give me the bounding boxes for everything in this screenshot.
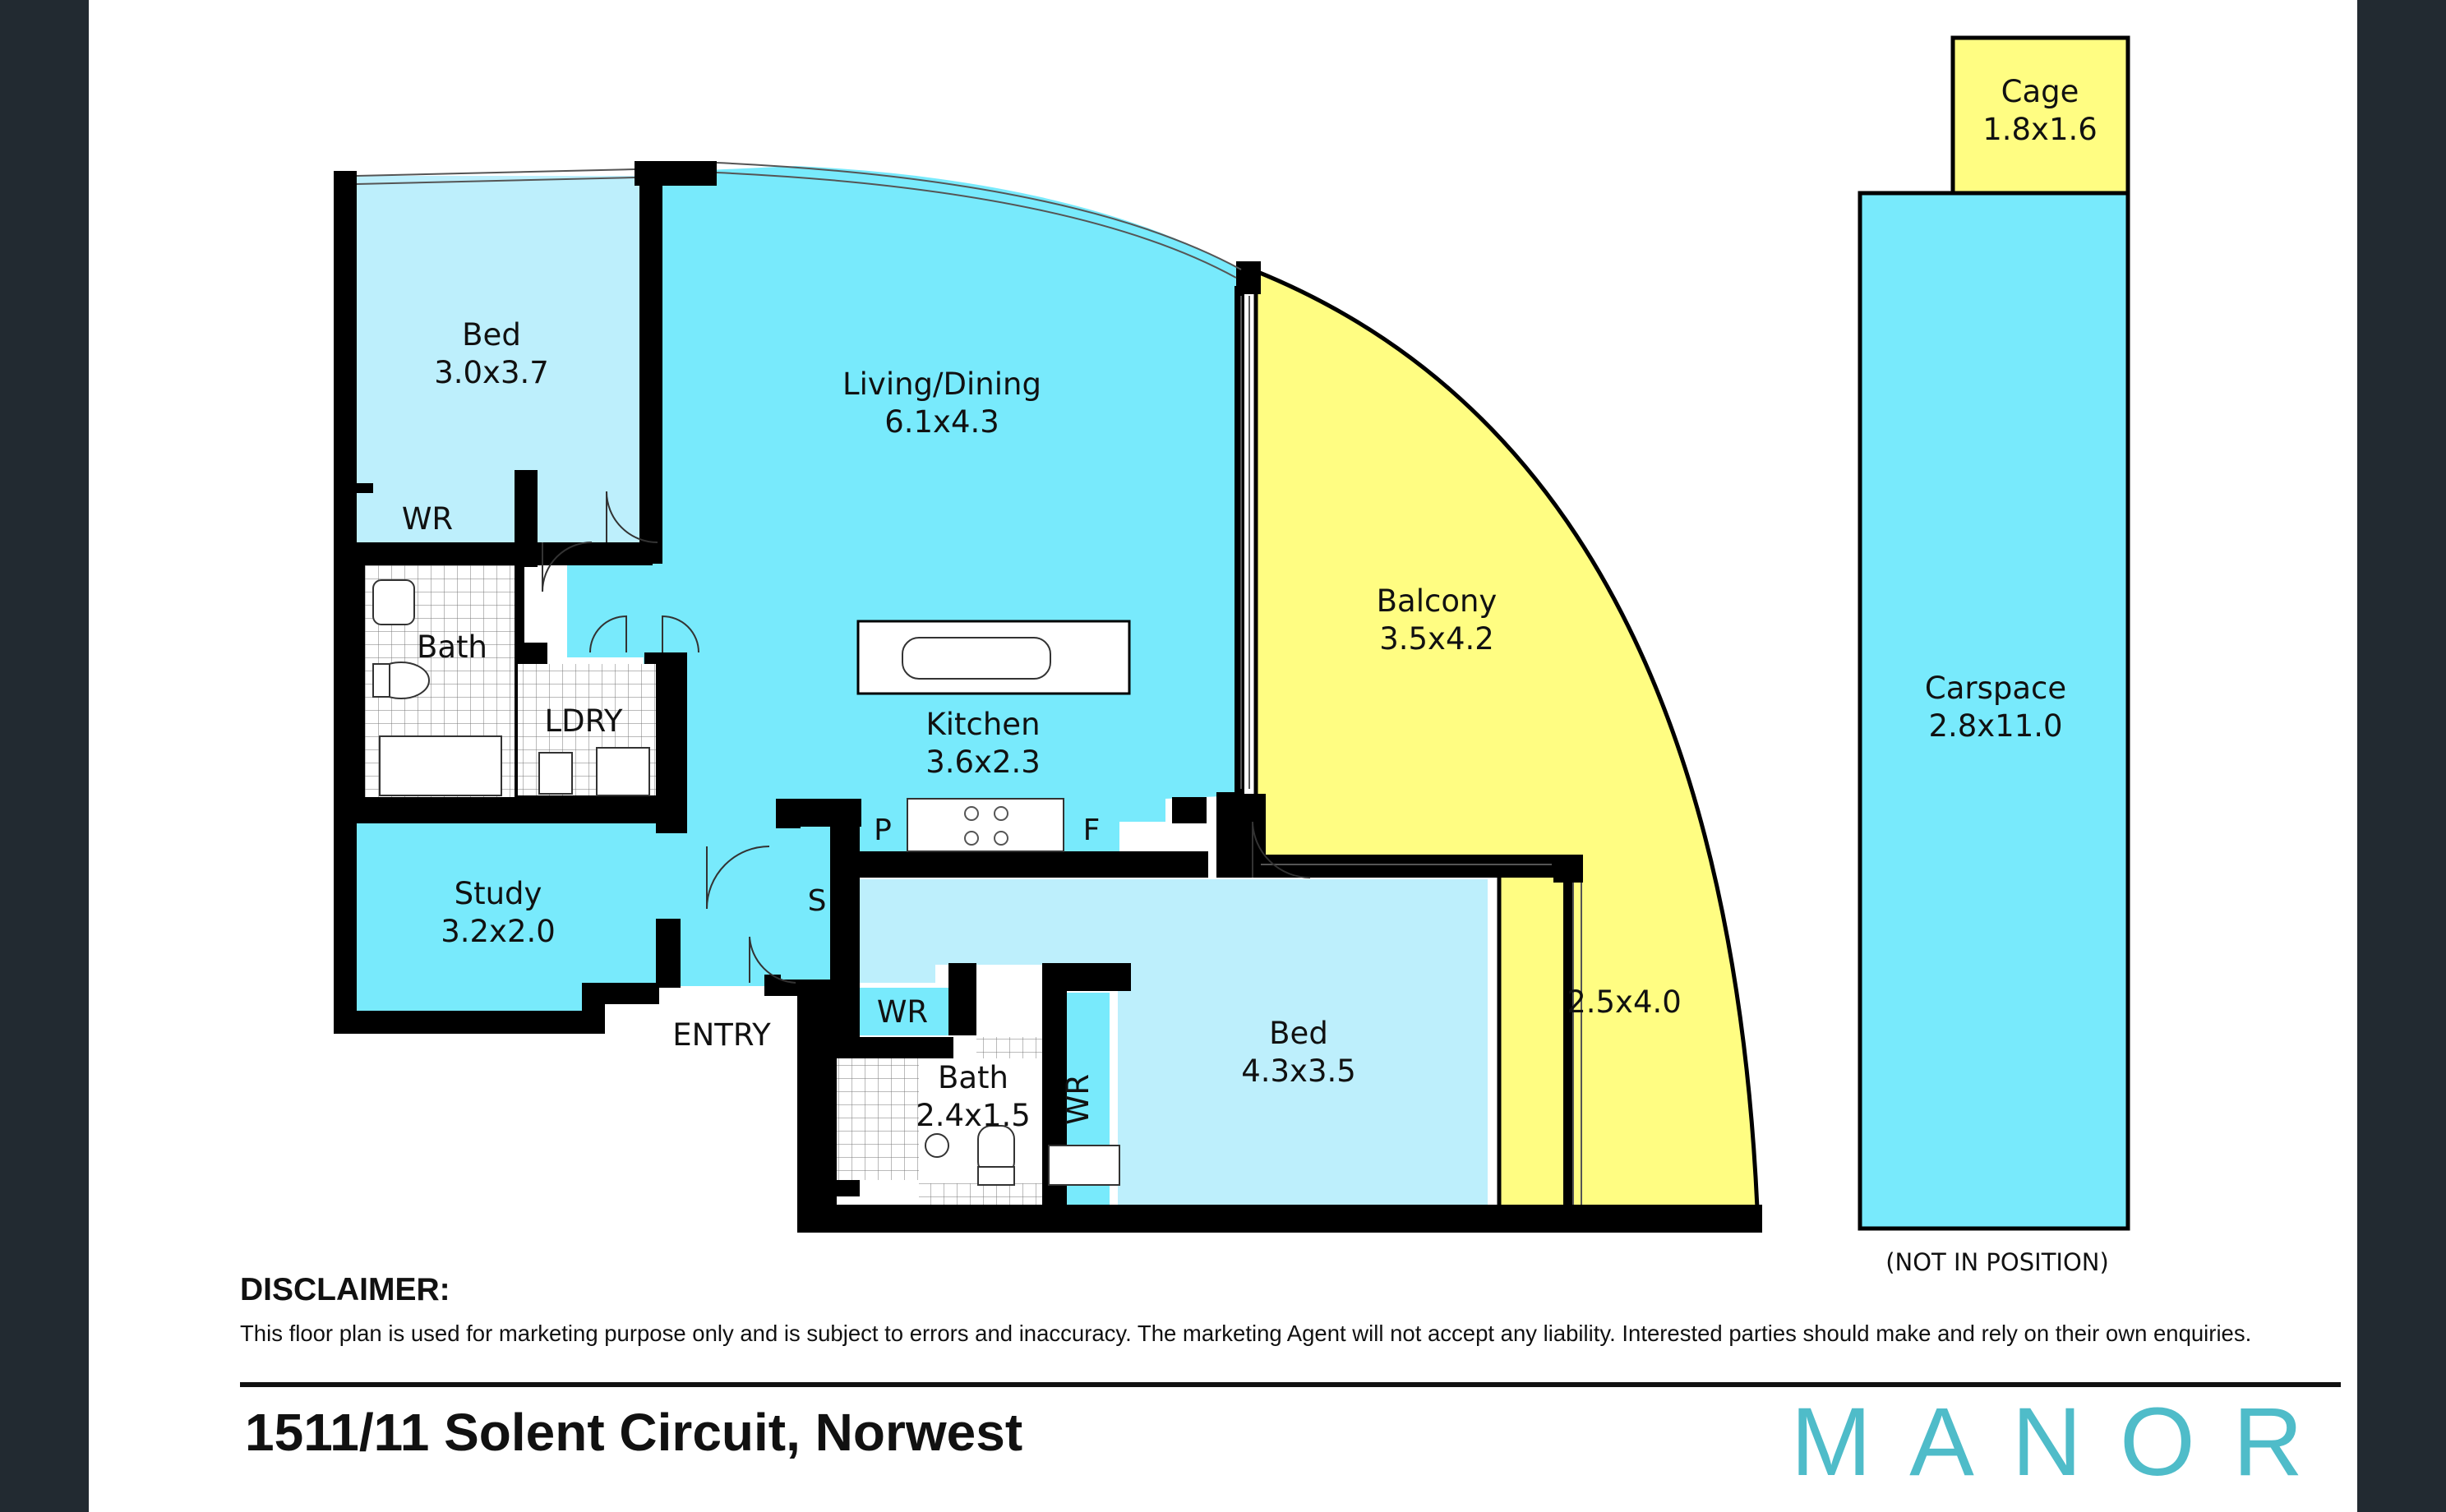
cage-size: 1.8x1.6: [1982, 112, 2098, 147]
bath2-tiles-top: [976, 1037, 1042, 1058]
kitchen-sink: [902, 637, 1051, 680]
wr1-floor: [357, 491, 518, 544]
cage-name: Cage: [2001, 74, 2079, 109]
wr2-name: WR: [877, 994, 928, 1030]
carspace-name: Carspace: [1925, 671, 2066, 706]
study-size: 3.2x2.0: [441, 914, 556, 949]
bath1-name: Bath: [417, 629, 487, 665]
windows: [356, 162, 1582, 1205]
bed2-size: 4.3x3.5: [1241, 1053, 1356, 1089]
study-floor: [355, 823, 658, 1011]
disclaimer-title: DISCLAIMER:: [240, 1272, 450, 1307]
cooktop: [907, 798, 1064, 852]
study-name: Study: [455, 876, 542, 911]
kitchen-name: Kitchen: [925, 707, 1040, 742]
kitchen-size: 3.6x2.3: [925, 744, 1041, 780]
property-address: 1511/11 Solent Circuit, Norwest: [245, 1403, 1023, 1462]
pantry-floor: [861, 804, 904, 851]
wr2-floor: [856, 988, 948, 1035]
door-swings: [542, 491, 1311, 984]
storage-name: S: [808, 884, 827, 918]
bed2-name: Bed: [1269, 1016, 1328, 1051]
cage-floor: [1950, 35, 2130, 196]
bath2-name: Bath: [938, 1060, 1008, 1095]
bed1-size: 3.0x3.7: [434, 355, 549, 390]
cooktop-burners: [964, 806, 1008, 846]
pantry-name: P: [874, 814, 892, 847]
bath2-size: 2.4x1.5: [916, 1098, 1031, 1133]
laundry-name: LDRY: [544, 703, 622, 739]
living-name: Living/Dining: [842, 366, 1041, 402]
balcony-name: Balcony: [1377, 583, 1498, 619]
living-size: 6.1x4.3: [884, 404, 999, 440]
bed2-floor: [856, 879, 1488, 1205]
bathroom-fixtures: [372, 579, 1120, 1186]
bed1-floor: [357, 176, 643, 544]
carspace-size: 2.8x11.0: [1928, 708, 2062, 744]
balcony-size: 3.5x4.2: [1379, 621, 1494, 657]
balcony2-size: 2.5x4.0: [1567, 984, 1682, 1020]
wr1-name: WR: [402, 501, 453, 537]
divider-rule: [240, 1382, 2341, 1387]
fridge-floor: [1064, 804, 1119, 851]
fridge-name: F: [1083, 814, 1101, 847]
wr3-name: WR: [1060, 1074, 1096, 1125]
entry-label: ENTRY: [672, 1017, 771, 1053]
carspace-note: (NOT IN POSITION): [1885, 1248, 2109, 1276]
disclaimer-text: This floor plan is used for marketing pu…: [240, 1321, 2252, 1346]
floor-plan-sheet: Bed 3.0x3.7 WR Living/Dining 6.1x4.3 Bat…: [89, 0, 2357, 1512]
bath2-tiles-left: [837, 1058, 919, 1180]
bath2-tiles-bottom: [919, 1183, 1042, 1205]
bed1-name: Bed: [462, 317, 521, 353]
living-floor: [567, 166, 1241, 986]
carspace-floor: [1858, 191, 2130, 1231]
floor-plan-drawing: Bed 3.0x3.7 WR Living/Dining 6.1x4.3 Bat…: [334, 35, 2130, 1276]
manor-logo: MANOR: [1790, 1388, 2341, 1496]
balcony-floor: [1253, 268, 1760, 1210]
